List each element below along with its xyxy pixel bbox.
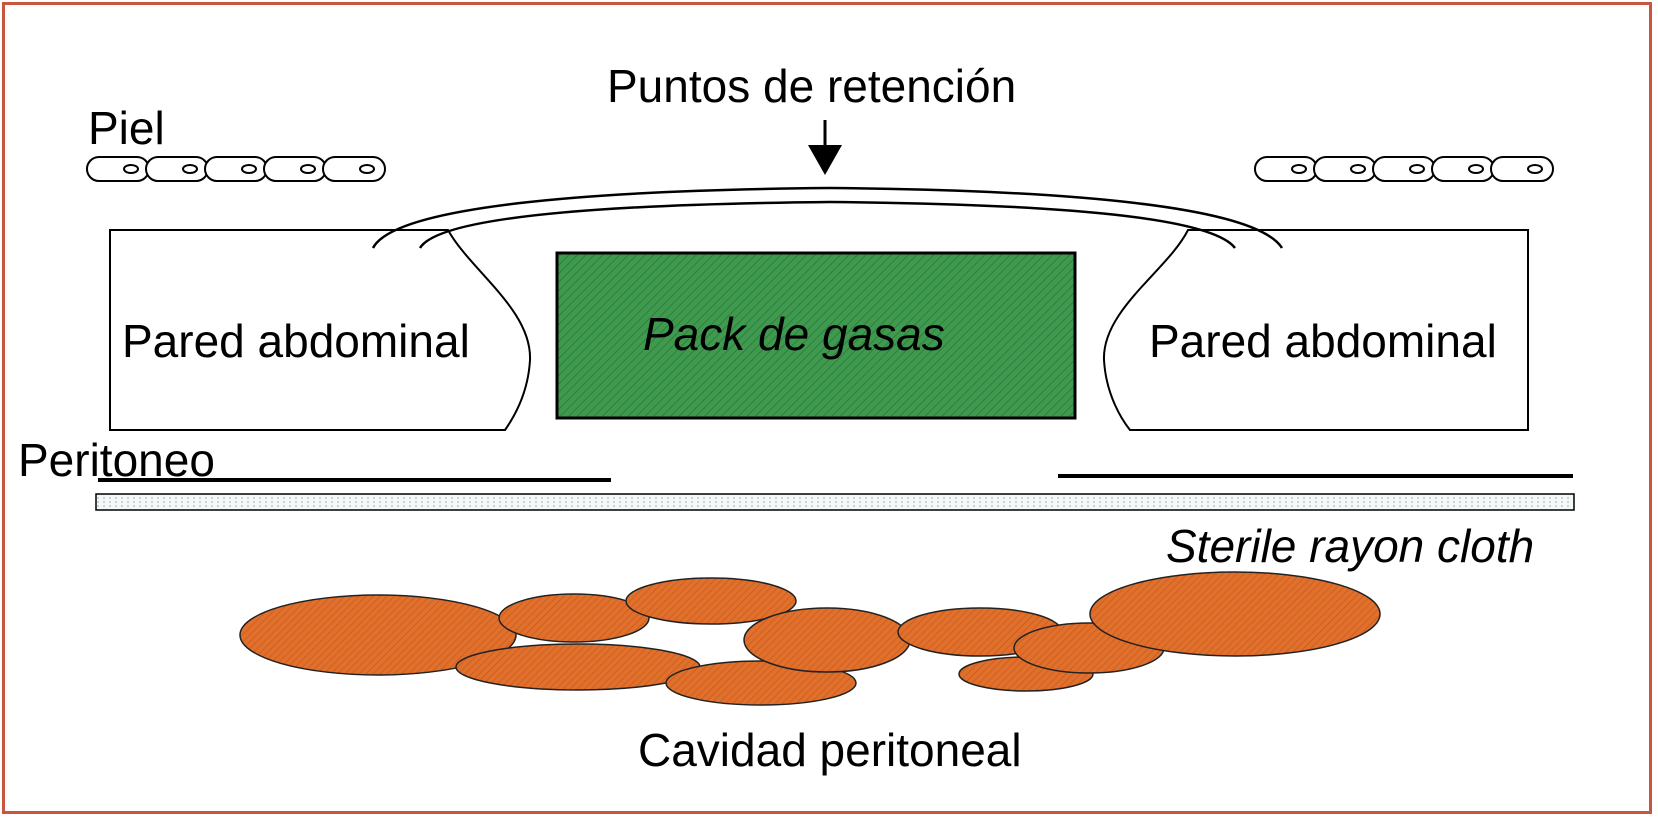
abdominal-wall-right-label: Pared abdominal xyxy=(1149,315,1497,367)
abdominal-wall-left xyxy=(109,229,532,431)
sterile-rayon-cloth-label: Sterile rayon cloth xyxy=(1166,520,1535,572)
peritoneal-cavity-label: Cavidad peritoneal xyxy=(638,724,1022,776)
skin-cells-right xyxy=(1254,156,1554,182)
retention-points-label: Puntos de retención xyxy=(607,60,1017,112)
peritoneum-label: Peritoneo xyxy=(18,434,215,486)
sterile-rayon-cloth xyxy=(95,493,1575,511)
bowel-loops xyxy=(239,571,1381,706)
gauze-pack-label: Pack de gasas xyxy=(643,308,945,360)
abdominal-wall-left-label: Pared abdominal xyxy=(122,315,470,367)
gauze-pack xyxy=(555,251,1077,420)
arrow-down-icon xyxy=(808,120,842,175)
skin-cells-left xyxy=(86,156,386,182)
retention-suture xyxy=(371,186,1284,249)
abdominal-wall-right xyxy=(1102,229,1529,431)
skin-label: Piel xyxy=(88,102,165,154)
peritoneum-lines xyxy=(98,474,1573,482)
